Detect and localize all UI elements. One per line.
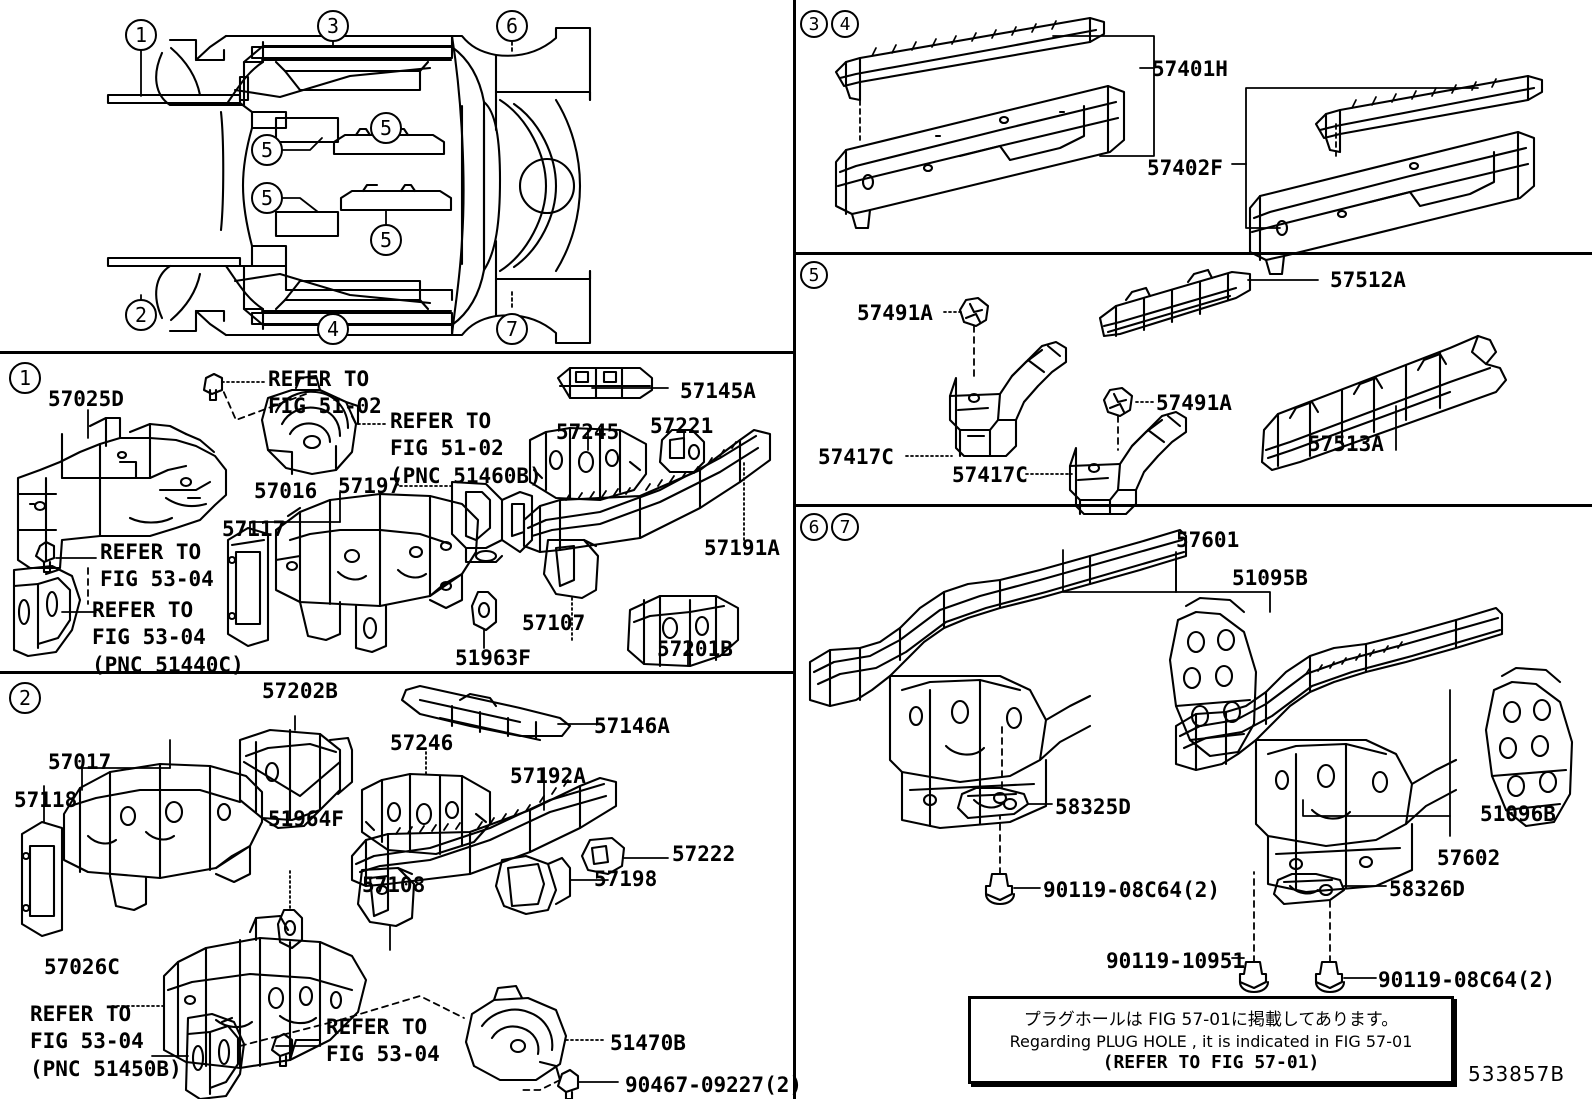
part-label-58325D: 58325D [1055, 795, 1131, 819]
part-label-57601: 57601 [1176, 528, 1240, 552]
overview-callout-3[interactable]: 3 [317, 10, 349, 42]
part-label-57025D: 57025D [48, 387, 124, 411]
panel67-section-bubble-7[interactable]: 7 [831, 513, 859, 541]
part-label-90119-08C64-b: 90119-08C64(2) [1378, 968, 1556, 992]
panel5-art [950, 270, 1506, 514]
note-line-english: Regarding PLUG HOLE , it is indicated in… [1009, 1032, 1413, 1051]
part-label-57145A: 57145A [680, 379, 756, 403]
panel67-leaders [1000, 550, 1450, 978]
overview-callout-4[interactable]: 4 [317, 313, 349, 345]
part-label-57401H: 57401H [1152, 57, 1228, 81]
overview-underbody-art [108, 28, 590, 343]
part-label-90119-10951: 90119-10951 [1106, 949, 1246, 973]
overview-callout-7[interactable]: 7 [496, 313, 528, 345]
part-label-57491A-1: 57491A [857, 301, 933, 325]
part-label-57191A: 57191A [704, 536, 780, 560]
divider-left-overview [0, 351, 793, 354]
overview-callout-5-a[interactable]: 5 [370, 112, 402, 144]
part-label-90119-08C64-a: 90119-08C64(2) [1043, 878, 1221, 902]
panel67-art [810, 530, 1572, 992]
part-label-57246: 57246 [390, 731, 454, 755]
note-line-refer: (REFER TO FIG 57-01) [1102, 1052, 1320, 1073]
part-label-57417C-1: 57417C [818, 445, 894, 469]
part-label-57513A: 57513A [1308, 432, 1384, 456]
divider-right-panel5-67 [793, 504, 1592, 507]
panel1-leaders [56, 382, 744, 666]
panel5-leaders [906, 280, 1396, 474]
part-label-57201B: 57201B [657, 637, 733, 661]
divider-right-panel34-5 [793, 252, 1592, 255]
divider-left-panel1-2 [0, 671, 793, 674]
part-label-57512A: 57512A [1330, 268, 1406, 292]
part-label-51095B: 51095B [1232, 566, 1308, 590]
note-line-japanese: プラグホールは FIG 57-01に掲載してあります。 [1023, 1010, 1399, 1030]
part-label-57222: 57222 [672, 842, 736, 866]
part-label-58326D: 58326D [1389, 877, 1465, 901]
bolt-icons [986, 874, 1344, 992]
overview-callout-1[interactable]: 1 [125, 19, 157, 51]
part-label-57197: 57197 [338, 474, 402, 498]
panel67-section-bubble-6[interactable]: 6 [800, 513, 828, 541]
panel1-art [18, 368, 770, 666]
part-label-57117: 57117 [222, 517, 286, 541]
ref-label-fig53-04-pnc-p1: REFER TO FIG 53-04 (PNC 51440C) [92, 598, 244, 677]
overview-callout-2[interactable]: 2 [125, 299, 157, 331]
panel2-art [22, 686, 624, 1099]
part-label-57107: 57107 [522, 611, 586, 635]
ref-label-fig51-02-pnc: REFER TO FIG 51-02 (PNC 51460B) [390, 409, 542, 488]
part-label-51470B: 51470B [610, 1031, 686, 1055]
panel2-section-bubble[interactable]: 2 [9, 682, 41, 714]
part-label-57221: 57221 [650, 414, 714, 438]
part-label-57198: 57198 [594, 867, 658, 891]
overview-callout-5-c[interactable]: 5 [251, 182, 283, 214]
part-label-57245: 57245 [556, 420, 620, 444]
panel34-section-bubble-3[interactable]: 3 [800, 10, 828, 38]
part-label-57118: 57118 [14, 788, 78, 812]
panel2-leaders [44, 716, 668, 1090]
panel34-section-bubble-4[interactable]: 4 [831, 10, 859, 38]
ref-label-fig53-04-pnc-p2: REFER TO FIG 53-04 (PNC 51450B) [30, 1002, 182, 1081]
ref-label-fig53-04-p2: REFER TO FIG 53-04 [326, 1015, 440, 1067]
part-label-57108: 57108 [362, 873, 426, 897]
divider-vertical-main [793, 0, 796, 1099]
part-label-51096B: 51096B [1480, 802, 1556, 826]
part-label-57016: 57016 [254, 479, 318, 503]
part-label-90467-09227: 90467-09227(2) [625, 1073, 803, 1097]
part-label-57192A: 57192A [510, 764, 586, 788]
overview-callout-5-d[interactable]: 5 [370, 224, 402, 256]
part-label-57146A: 57146A [594, 714, 670, 738]
overview-crossmember-shapes [276, 118, 451, 236]
part-label-57602: 57602 [1437, 846, 1501, 870]
diagram-id-label: 533857B [1468, 1062, 1566, 1086]
ref-label-fig53-04-p1: REFER TO FIG 53-04 [100, 540, 214, 592]
panel1-section-bubble[interactable]: 1 [9, 362, 41, 394]
plug-hole-note-box: プラグホールは FIG 57-01に掲載してあります。 Regarding PL… [968, 996, 1454, 1084]
panel5-section-bubble[interactable]: 5 [800, 261, 828, 289]
part-label-57026C: 57026C [44, 955, 120, 979]
part-label-57202B: 57202B [262, 679, 338, 703]
panel34-art [836, 18, 1542, 274]
overview-callout-5-b[interactable]: 5 [251, 134, 283, 166]
overview-leaders [141, 36, 512, 316]
part-label-57491A-2: 57491A [1156, 391, 1232, 415]
part-label-57017: 57017 [48, 750, 112, 774]
part-label-57402F: 57402F [1147, 156, 1223, 180]
ref-label-fig51-02: REFER TO FIG 51-02 [268, 367, 382, 419]
part-label-51964F: 51964F [268, 807, 344, 831]
overview-callout-6[interactable]: 6 [496, 10, 528, 42]
panel34-leaders [860, 36, 1478, 228]
part-label-51963F: 51963F [455, 646, 531, 670]
part-label-57417C-2: 57417C [952, 463, 1028, 487]
